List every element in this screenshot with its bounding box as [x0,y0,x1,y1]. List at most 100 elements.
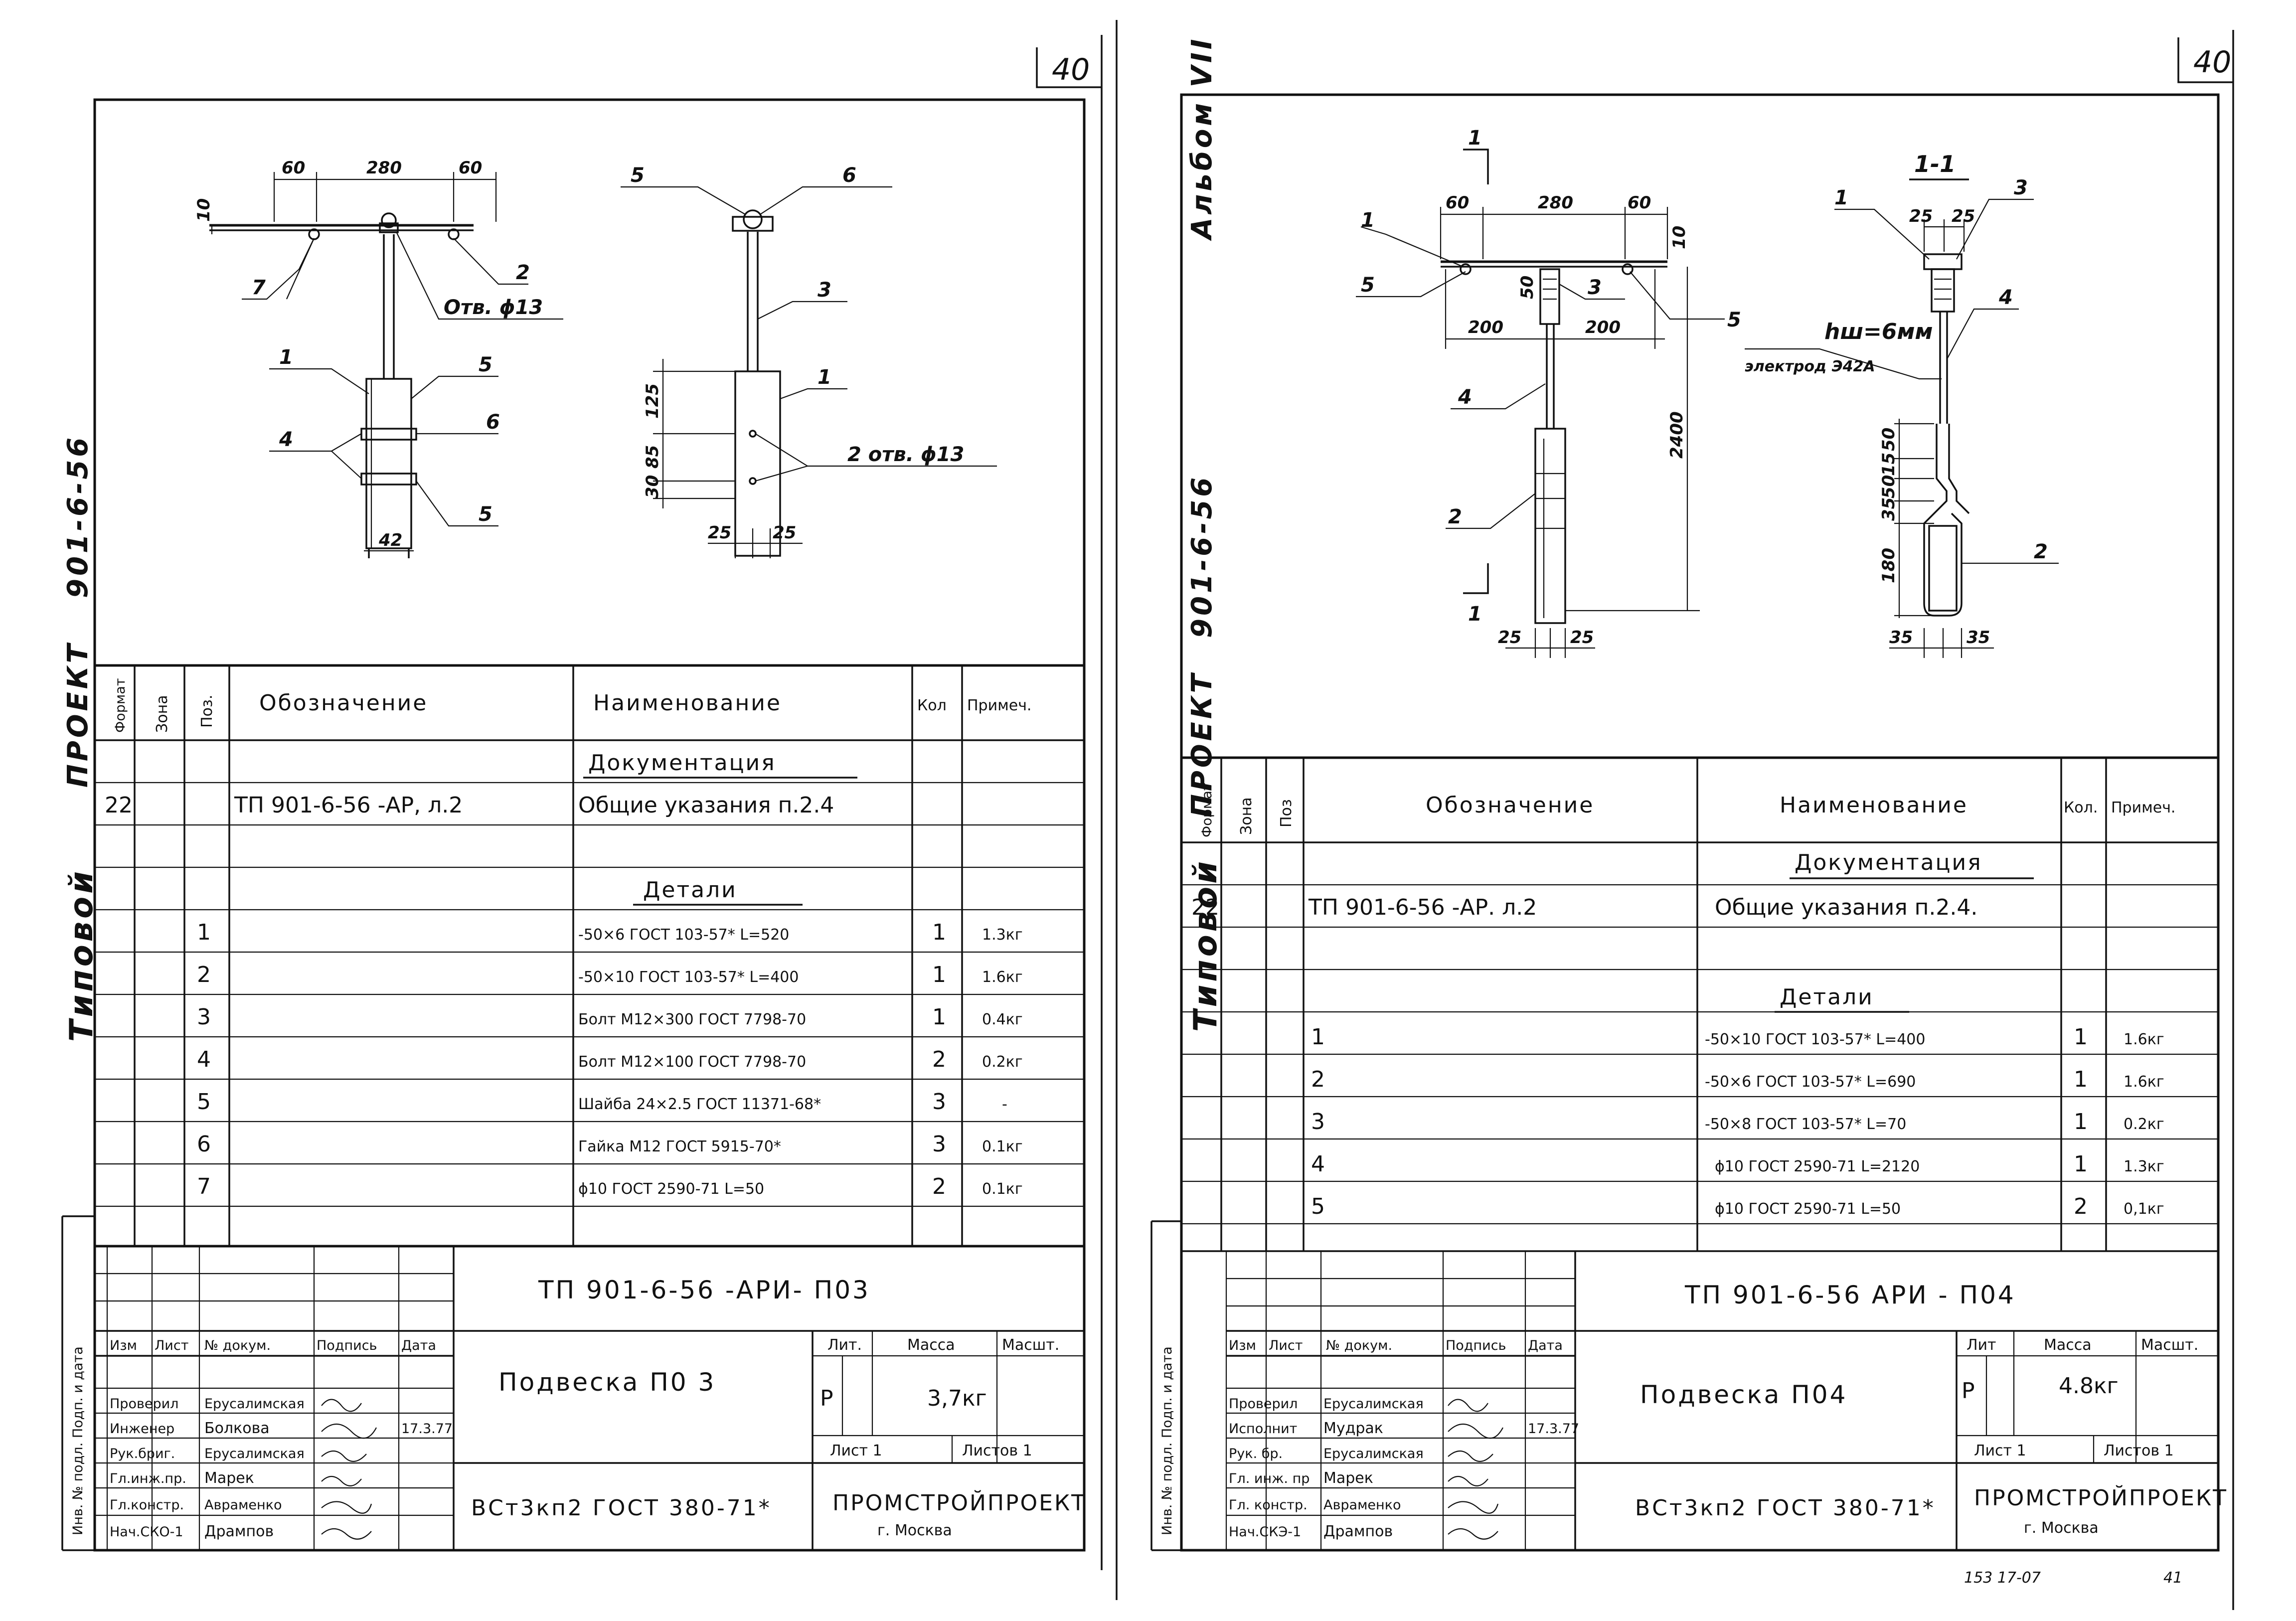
right-row-3-name: -50×8 ГОСТ 103-57* L=70 [1705,1116,1906,1133]
left-doc-name: Общие указания п.2.4 [578,793,834,818]
right-row-1-name: -50×10 ГОСТ 103-57* L=400 [1705,1031,1925,1048]
left-dim-25a: 25 [708,523,731,543]
right-col-izm: Изм [1229,1338,1256,1353]
left-sheet-number: 40 [1052,52,1090,87]
right-section-title: 1-1 [1914,151,1956,177]
left-project-code: 901-6-56 [62,435,94,598]
right-row-2-name: -50×6 ГОСТ 103-57* L=690 [1705,1073,1916,1091]
right-section-doc: Документация [1795,850,1982,875]
left-row-3-pos: 3 [197,1004,211,1030]
right-front-callout-3: 3 [1588,276,1602,299]
left-hdr-qty: Кол [917,697,947,714]
right-album-label: Альбом VII [1186,36,1218,241]
left-row-7-note: 0.1кг [982,1180,1023,1198]
right-name-3: Ерусалимская [1323,1446,1424,1461]
left-signatures [321,1399,377,1540]
left-row-4-name: Болт М12×100 ГОСТ 7798-70 [578,1053,806,1071]
left-row-7-name: ϕ10 ГОСТ 2590-71 L=50 [578,1180,764,1198]
right-sheet: 40 Альбом VII 901-6-56 ПРОЕКТ Типовой Ин… [1150,30,2234,1610]
right-sec-dim-35b: 35 [1967,628,1990,648]
right-sec-dim-180: 180 [1879,548,1899,583]
left-role-1: Проверил [110,1396,178,1412]
right-sheet-number: 40 [2193,45,2231,80]
right-name-2: Мудрак [1323,1420,1383,1437]
right-title: Подвеска П04 [1640,1380,1847,1409]
right-dim-10: 10 [1669,226,1689,249]
left-role-3: Рук.бриг. [110,1446,175,1461]
right-front-callout-2: 2 [1448,505,1462,528]
left-row-4-pos: 4 [197,1047,211,1072]
right-hdr-name: Наименование [1780,793,1968,818]
left-row-3-qty: 1 [932,1004,946,1030]
left-callout-5a: 5 [479,353,492,376]
left-callout-1: 1 [279,346,293,369]
right-footer-code: 153 17-07 [1964,1569,2041,1587]
left-side-callout-1: 1 [818,366,831,389]
right-massa-header: Масса [2044,1336,2092,1354]
left-row-1-pos: 1 [197,920,211,945]
left-row-1-qty: 1 [932,920,946,945]
right-hdr-qty: Кол. [2064,799,2098,816]
left-massa: 3,7кг [927,1386,987,1411]
right-row-1-qty: 1 [2074,1024,2088,1050]
left-name-2: Болкова [204,1420,270,1437]
right-sec-callout-1: 1 [1834,186,1848,209]
right-role-6: Нач.СКЭ-1 [1229,1524,1301,1540]
right-col-podp: Подпись [1446,1338,1506,1353]
right-weld-note: hш=6мм [1824,319,1933,344]
right-sec-dim-50: 50 [1879,428,1899,451]
left-role-4: Гл.инж.пр. [110,1471,186,1486]
right-lit-header: Лит [1967,1336,1996,1354]
right-sec-dim-25d: 25 [1952,206,1975,226]
left-side-callout-6: 6 [842,164,856,187]
right-front-callout-1: 1 [1361,209,1375,232]
left-org: ПРОМСТРОЙПРОЕКТ [832,1489,1086,1516]
left-dim-60a: 60 [282,158,305,178]
right-row-3-pos: 3 [1311,1109,1325,1135]
right-typical-label: Типовой [1187,858,1224,1032]
right-col-list: Лист [1269,1338,1303,1353]
right-cut-1-top: 1 [1468,127,1482,150]
left-name-5: Авраменко [204,1497,282,1513]
left-role-6: Нач.СКО-1 [110,1524,183,1540]
right-sec-dim-15: 15 [1879,453,1899,476]
right-row-5-note: 0,1кг [2124,1200,2164,1218]
left-section-parts: Детали [643,877,737,903]
right-front-callout-5b: 5 [1727,309,1741,331]
left-name-1: Ерусалимская [204,1396,305,1412]
right-massa: 4.8кг [2059,1373,2119,1399]
left-row-5-note: - [1002,1096,1007,1113]
left-callout-7: 7 [252,276,266,299]
right-sheet: Лист 1 [1974,1442,2026,1459]
left-row-4-qty: 2 [932,1047,946,1072]
left-callout-6a: 6 [486,411,500,434]
left-stamp-date: 17.3.77 [401,1421,453,1437]
right-material: ВСт3кп2 ГОСТ 380-71* [1635,1495,1936,1521]
left-title-block: ТП 901-6-56 -АРИ- П03 Изм Лист № докум. … [95,1245,1086,1550]
right-sec-dim-50c: 50 [1879,475,1899,498]
right-doc-designation: ТП 901-6-56 -АР. л.2 [1308,895,1537,920]
right-sec-dim-25c: 25 [1909,206,1933,226]
right-section-parts: Детали [1780,984,1874,1010]
left-dim-25b: 25 [773,523,796,543]
left-hdr-note: Примеч. [967,697,1031,714]
right-sec-callout-3: 3 [2014,176,2028,199]
right-section-view: 1-1 25 25 [1745,151,2059,658]
left-dim-125: 125 [643,383,662,419]
right-hdr-format: Формат [1199,783,1215,837]
left-massa-header: Масса [907,1336,955,1354]
left-row-2-note: 1.6кг [982,969,1023,986]
left-lit-header: Лит. [827,1336,862,1354]
right-dim-60b: 60 [1628,193,1651,213]
right-dim-280: 280 [1538,193,1573,213]
left-callout-2: 2 [516,261,530,284]
left-name-4: Марек [204,1469,254,1487]
left-hole-note: Отв. ϕ13 [444,296,543,319]
right-sec-dim-35a: 35 [1889,628,1913,648]
left-row-2-pos: 2 [197,962,211,987]
right-front-callout-4: 4 [1458,386,1472,409]
left-side-view: 5 6 3 1 2 отв. ϕ13 125 85 30 25 25 [621,164,997,558]
left-row-5-name: Шайба 24×2.5 ГОСТ 11371-68* [578,1096,821,1113]
right-stamp-date: 17.3.77 [1528,1421,1579,1437]
